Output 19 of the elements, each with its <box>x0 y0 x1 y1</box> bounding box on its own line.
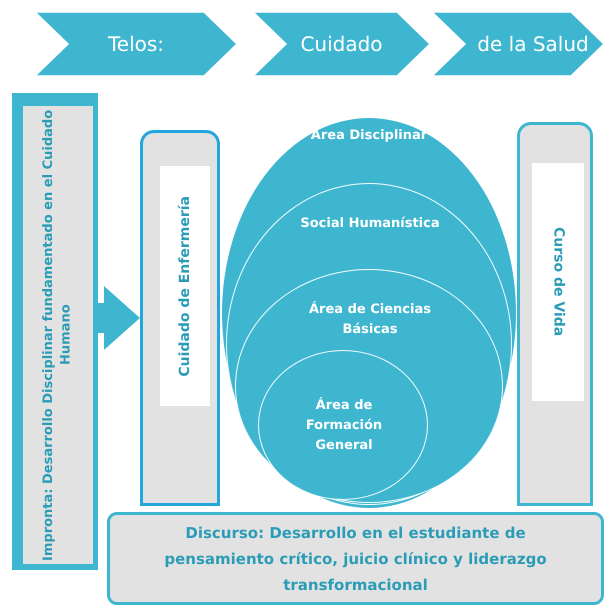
statement-text: Discurso: Desarrollo en el estudiante de pensamiento crítico, juicio clínico y liderazgo transformacional <box>163 522 548 596</box>
side-panel <box>12 93 98 570</box>
area-label: Social Humanística <box>300 215 440 233</box>
area-label: Área de Formación General <box>304 396 384 455</box>
step-label: de la Salud <box>476 31 590 57</box>
pillar-box <box>517 122 593 506</box>
chevron-shape <box>35 12 237 76</box>
block-arrow <box>98 286 140 350</box>
area-label: Area Disciplinar <box>310 127 428 145</box>
area-label: Área de Ciencias Básicas <box>308 300 432 339</box>
step-label: Cuidado <box>299 31 384 57</box>
chevron-shape <box>432 12 604 76</box>
panel-text: Curso de Vida <box>549 227 568 337</box>
chevron-shape <box>253 12 430 76</box>
statement-box <box>107 512 604 605</box>
panel-text: Cuidado de Enfermería <box>176 196 194 376</box>
step-label: Telos: <box>106 31 166 57</box>
panel-text: Impronta: Desarrollo Disciplinar fundamentado en el Cuidado Humano <box>40 108 75 563</box>
pillar-box <box>140 130 220 506</box>
